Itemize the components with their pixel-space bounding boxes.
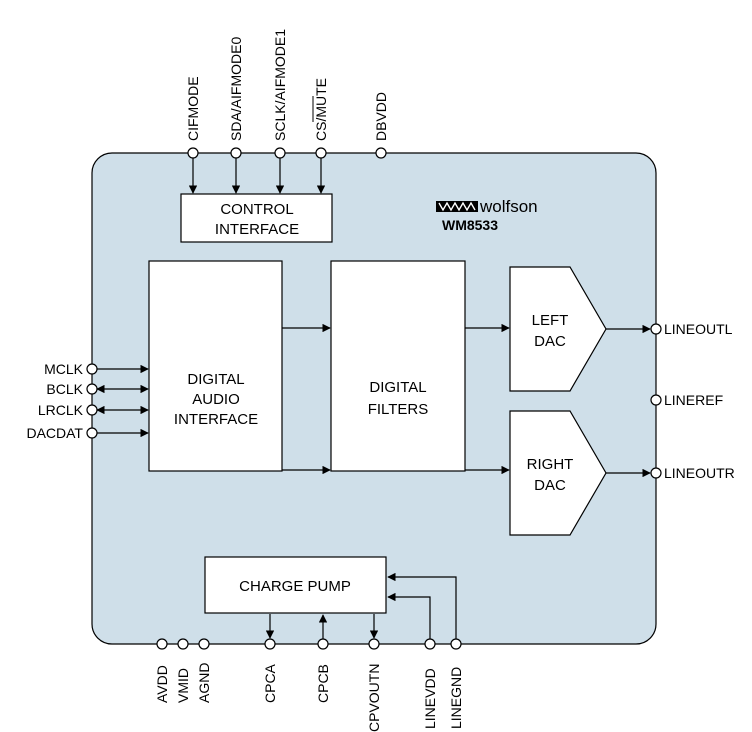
- charge-pump-label: CHARGE PUMP: [239, 578, 351, 595]
- part-number: WM8533: [442, 217, 498, 233]
- pin-label-agnd: AGND: [196, 663, 212, 703]
- pin-cpca: [264, 638, 276, 650]
- pin-label-cpca: CPCA: [262, 663, 278, 703]
- pin-linevdd: [424, 638, 436, 650]
- dai-label-2: AUDIO: [192, 391, 240, 408]
- pin-lineoutl: [650, 323, 662, 335]
- pin-label-sda: SDA/AIFMODE0: [228, 37, 244, 141]
- linevdd-wire: [387, 592, 431, 639]
- brand-name: wolfson: [479, 197, 538, 216]
- pin-bclk: [86, 383, 98, 395]
- digital-filters-block: [330, 260, 466, 472]
- pin-sda: [230, 147, 242, 159]
- pin-lrclk: [86, 404, 98, 416]
- pin-cpvoutn: [368, 638, 380, 650]
- control-interface-label-2: INTERFACE: [215, 221, 299, 238]
- pin-label-mclk: MCLK: [44, 361, 84, 377]
- filters-label-1: DIGITAL: [369, 379, 426, 396]
- pin-agnd: [198, 638, 210, 650]
- pin-cpcb: [317, 638, 329, 650]
- left-dac-label-1: LEFT: [532, 312, 569, 329]
- filters-label-2: FILTERS: [368, 401, 429, 418]
- right-dac-block: [509, 410, 607, 536]
- pin-label-lrclk: LRCLK: [38, 402, 84, 418]
- dai-label-1: DIGITAL: [187, 371, 244, 388]
- wolfson-logo: wolfson: [436, 197, 538, 216]
- control-interface-label-1: CONTROL: [220, 201, 293, 218]
- pin-label-bclk: BCLK: [46, 381, 83, 397]
- linegnd-wire: [387, 572, 457, 639]
- pin-label-lineref: LINEREF: [664, 392, 723, 408]
- charge-pump-block: [204, 556, 387, 614]
- pin-label-vmid: VMID: [175, 668, 191, 703]
- pin-label-cpcb: CPCB: [315, 664, 331, 703]
- pin-label-dacdat: DACDAT: [26, 425, 83, 441]
- pin-linegnd: [450, 638, 462, 650]
- pin-lineref: [650, 394, 662, 406]
- pin-label-avdd: AVDD: [154, 665, 170, 703]
- pin-label-lineoutl: LINEOUTL: [664, 321, 733, 337]
- pin-sclk: [274, 147, 286, 159]
- pin-lineoutr: [650, 467, 662, 479]
- pin-label-cs: CS/MUTE: [313, 78, 329, 141]
- pin-dacdat: [86, 427, 98, 439]
- pin-mclk: [86, 363, 98, 375]
- right-dac-label-2: DAC: [534, 477, 566, 494]
- pin-label-linegnd: LINEGND: [448, 667, 464, 729]
- pin-cs: [315, 147, 327, 159]
- pin-label-dbvdd: DBVDD: [373, 92, 389, 141]
- control-interface-block: [180, 193, 333, 243]
- dai-label-3: INTERFACE: [174, 411, 258, 428]
- left-dac-block: [509, 266, 607, 392]
- pin-vmid: [177, 638, 189, 650]
- pin-dbvdd: [375, 147, 387, 159]
- pin-label-lineoutr: LINEOUTR: [664, 465, 735, 481]
- pin-label-linevdd: LINEVDD: [422, 668, 438, 729]
- left-dac-label-2: DAC: [534, 333, 566, 350]
- pin-cifmode: [187, 147, 199, 159]
- pin-label-cpvoutn: CPVOUTN: [366, 664, 382, 732]
- pin-label-sclk: SCLK/AIFMODE1: [272, 29, 288, 141]
- digital-audio-interface-block: [148, 260, 283, 472]
- right-dac-label-1: RIGHT: [527, 456, 574, 473]
- pin-avdd: [156, 638, 168, 650]
- pin-label-cifmode: CIFMODE: [185, 76, 201, 141]
